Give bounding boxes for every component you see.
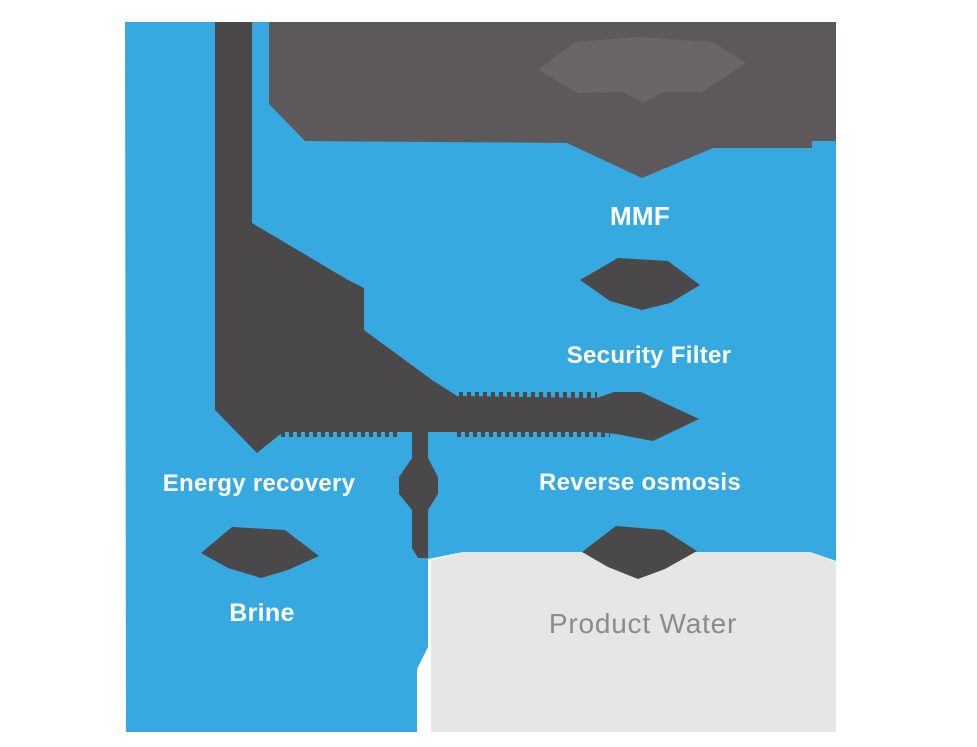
label-product-water: Product Water (548, 608, 738, 639)
product-water-down-arrow-icon (582, 526, 697, 579)
mmf-down-arrow-icon (580, 258, 700, 310)
brine-energy-flow-shape (215, 22, 699, 558)
label-energy-recovery: Energy recovery (162, 470, 356, 497)
seawater-banner-icon (538, 37, 746, 103)
energy-recovery-down-arrow-icon (201, 527, 319, 578)
label-brine: Brine (229, 599, 295, 627)
label-mmf: MMF (609, 201, 671, 231)
product-water-region (431, 552, 836, 732)
label-security-filter: Security Filter (566, 342, 732, 369)
label-reverse-osmosis: Reverse osmosis (539, 469, 741, 496)
